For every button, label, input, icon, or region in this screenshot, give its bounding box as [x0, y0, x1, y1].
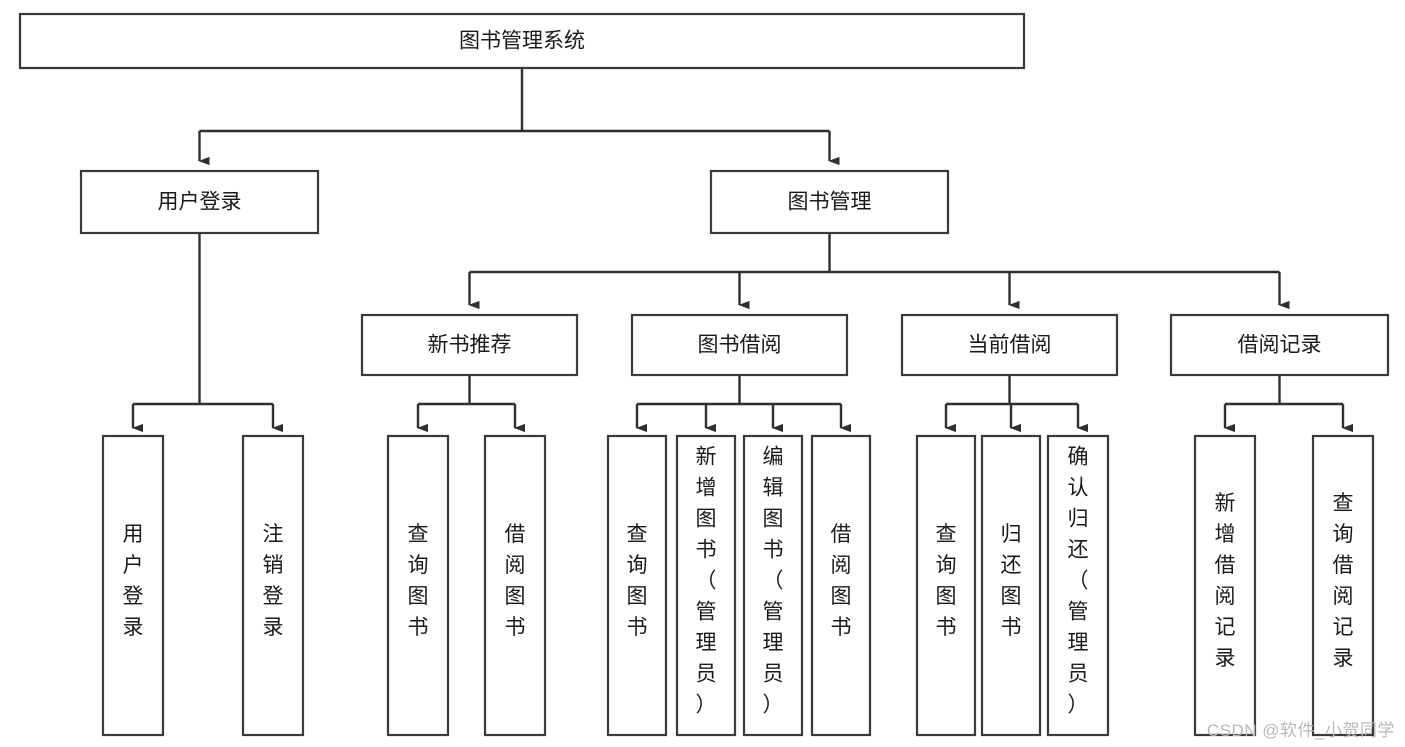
level3-node-label: 新书推荐: [428, 334, 512, 357]
root-node-box[interactable]: [18, 12, 1026, 70]
leaf-node-label: 注销登录: [263, 523, 284, 639]
leaf-node-8[interactable]: 查询图书: [915, 434, 977, 737]
leaf-node-label: 用户登录: [123, 523, 144, 639]
leaf-node-label: 查询借阅记录: [1333, 492, 1354, 670]
level3-node-1[interactable]: 图书借阅: [630, 313, 849, 377]
leaf-node-label: 查询图书: [627, 523, 648, 639]
level3-node-label: 图书借阅: [698, 334, 782, 357]
leaf-node-box[interactable]: [915, 434, 977, 737]
leaf-node-label: 确认归还（管理员）: [1068, 446, 1089, 717]
leaf-node-box[interactable]: [1193, 434, 1257, 737]
level2-node-box[interactable]: [79, 169, 320, 235]
leaf-node-box[interactable]: [1311, 434, 1375, 737]
leaf-node-label: 查询图书: [936, 523, 957, 639]
level3-node-0[interactable]: 新书推荐: [360, 313, 579, 377]
level2-node-box[interactable]: [709, 169, 950, 235]
level2-node-label: 图书管理: [788, 191, 872, 214]
level3-node-box[interactable]: [1169, 313, 1390, 377]
root-node-0[interactable]: 图书管理系统: [18, 12, 1026, 70]
leaf-node-box[interactable]: [1046, 434, 1110, 737]
leaf-node-0[interactable]: 用户登录: [101, 434, 165, 737]
level3-node-2[interactable]: 当前借阅: [900, 313, 1119, 377]
leaf-node-label: 新增借阅记录: [1215, 492, 1236, 670]
leaf-node-11[interactable]: 新增借阅记录: [1193, 434, 1257, 737]
leaf-node-12[interactable]: 查询借阅记录: [1311, 434, 1375, 737]
leaf-node-label: 借阅图书: [505, 523, 526, 639]
leaf-node-box[interactable]: [675, 434, 737, 737]
leaf-node-box[interactable]: [483, 434, 547, 737]
level2-node-0[interactable]: 用户登录: [79, 169, 320, 235]
level3-node-box[interactable]: [900, 313, 1119, 377]
leaf-node-box[interactable]: [810, 434, 872, 737]
leaf-node-10[interactable]: 确认归还（管理员）: [1046, 434, 1110, 737]
leaf-node-box[interactable]: [101, 434, 165, 737]
leaf-node-7[interactable]: 借阅图书: [810, 434, 872, 737]
leaf-node-3[interactable]: 借阅图书: [483, 434, 547, 737]
leaf-node-6[interactable]: 编辑图书（管理员）: [742, 434, 804, 737]
leaf-node-label: 编辑图书（管理员）: [763, 446, 784, 717]
leaf-node-1[interactable]: 注销登录: [241, 434, 305, 737]
leaf-node-label: 借阅图书: [831, 523, 852, 639]
leaf-node-4[interactable]: 查询图书: [606, 434, 668, 737]
leaf-node-9[interactable]: 归还图书: [980, 434, 1042, 737]
leaf-node-label: 查询图书: [408, 523, 429, 639]
connector-layer: [131, 68, 1353, 433]
leaf-node-5[interactable]: 新增图书（管理员）: [675, 434, 737, 737]
level2-node-1[interactable]: 图书管理: [709, 169, 950, 235]
leaf-node-label: 新增图书（管理员）: [696, 446, 717, 717]
leaf-node-box[interactable]: [980, 434, 1042, 737]
level2-node-label: 用户登录: [158, 191, 242, 214]
leaf-node-box[interactable]: [742, 434, 804, 737]
level3-node-3[interactable]: 借阅记录: [1169, 313, 1390, 377]
level3-node-label: 借阅记录: [1238, 334, 1322, 357]
node-layer: 图书管理系统用户登录图书管理新书推荐图书借阅当前借阅借阅记录用户登录注销登录查询…: [18, 12, 1390, 737]
leaf-node-box[interactable]: [386, 434, 450, 737]
root-node-label: 图书管理系统: [459, 30, 585, 53]
level3-node-box[interactable]: [630, 313, 849, 377]
leaf-node-box[interactable]: [241, 434, 305, 737]
leaf-node-box[interactable]: [606, 434, 668, 737]
level3-node-label: 当前借阅: [968, 334, 1052, 357]
leaf-node-2[interactable]: 查询图书: [386, 434, 450, 737]
level3-node-box[interactable]: [360, 313, 579, 377]
leaf-node-label: 归还图书: [1001, 523, 1022, 639]
